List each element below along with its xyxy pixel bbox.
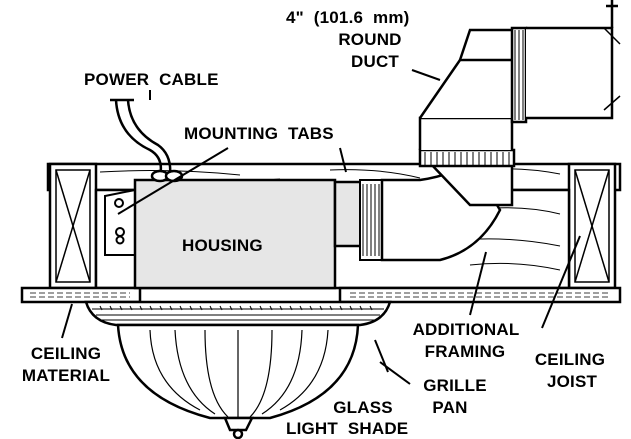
right-joist <box>567 162 617 290</box>
mounting-tabs-label: MOUNTING TABS <box>184 124 334 143</box>
leader-lines <box>61 69 581 385</box>
round-label: ROUND <box>338 30 402 49</box>
grille-pan <box>84 300 392 327</box>
duct-collar <box>359 179 383 261</box>
housing <box>133 178 367 290</box>
housing-label: HOUSING <box>182 236 263 255</box>
duct-label: DUCT <box>350 52 399 71</box>
duct-size-label: 4" (101.6 mm) <box>286 8 410 27</box>
ceiling-material <box>20 286 622 304</box>
round-duct-elbow <box>380 0 621 262</box>
ceiling-joist-label-top: CEILING <box>534 350 606 369</box>
power-cable-label: POWER CABLE <box>84 70 219 89</box>
ceiling-material-label-top: CEILING <box>30 344 102 363</box>
grille-label: GRILLE <box>423 376 487 395</box>
glass-label: GLASS <box>333 398 393 417</box>
material-label: MATERIAL <box>21 366 111 385</box>
pan-label: PAN <box>432 398 468 417</box>
additional-label: ADDITIONAL <box>412 320 520 339</box>
joist-label: JOIST <box>546 372 598 391</box>
mounting-tab-left <box>104 188 136 256</box>
framing-label: FRAMING <box>424 342 506 361</box>
glass-light-shade <box>116 323 360 439</box>
left-joist <box>48 162 98 290</box>
light-shade-label: LIGHT SHADE <box>286 419 409 438</box>
power-cable <box>110 98 184 183</box>
